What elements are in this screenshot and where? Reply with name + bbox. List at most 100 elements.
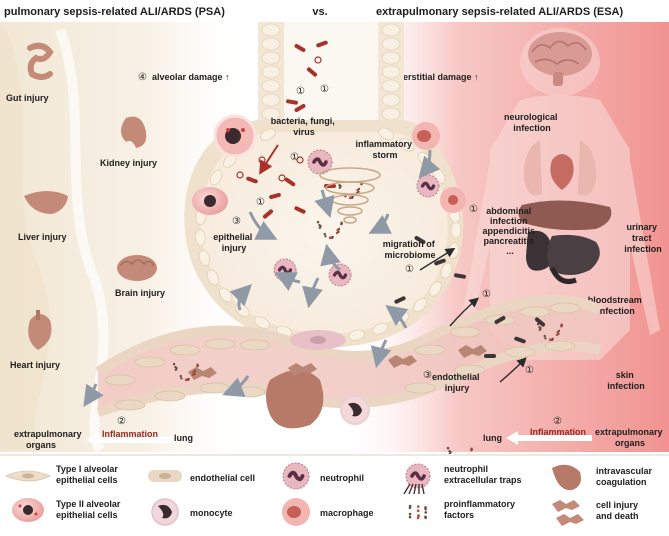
marker-three-epithelial: ③ — [232, 216, 241, 227]
cytokine-particle — [560, 324, 564, 327]
cytokine-particle — [179, 374, 182, 378]
cytokine-particle — [539, 326, 542, 330]
cytokine-particle — [470, 448, 474, 451]
injured-cell — [288, 363, 317, 376]
legend-neutrophil-icon — [282, 462, 310, 490]
type2-cell-right — [440, 187, 466, 213]
neutrophil-nucleus — [312, 157, 328, 167]
legend-proinflammatory-icon — [408, 504, 428, 520]
endothelial-cell — [549, 302, 581, 314]
alveolar-damage-label: alveolar damage ↑ — [152, 72, 230, 82]
right-inflammation-arrow-head — [506, 431, 518, 445]
abdominal-infection-label: abdominal infection appendicitis pancrea… — [482, 206, 537, 256]
virus — [278, 174, 286, 182]
endothelial-cell — [504, 346, 536, 358]
endothelial-cell — [519, 306, 551, 318]
airway-cell — [381, 79, 401, 93]
endothelial-cell — [114, 399, 146, 411]
bacterium — [306, 67, 318, 77]
gut-injury-label: Gut injury — [6, 93, 49, 103]
cytokine-particle — [349, 196, 352, 199]
endothelial-cell — [154, 390, 186, 402]
airway-cell — [381, 51, 401, 65]
cytokine-particle — [417, 505, 420, 508]
endothelial-cell — [104, 374, 136, 386]
airway-cell — [381, 93, 401, 107]
cytokine-particle — [416, 516, 420, 520]
brain-injury-label: Brain injury — [115, 288, 165, 298]
brain-icon — [528, 32, 592, 86]
endothelial-injury-label: endothelial injury — [432, 372, 482, 393]
virus — [236, 171, 244, 179]
kidney-icon — [121, 116, 147, 148]
legend-macrophage-label: macrophage — [320, 508, 374, 518]
left-inflammation-label: Inflammation — [102, 429, 158, 439]
storm-label: inflammatory storm — [355, 139, 414, 160]
kidney-injury-label: Kidney injury — [100, 158, 157, 168]
right-extrapulmonary-organs-label: extrapulmonary organs — [595, 427, 665, 448]
bacterium — [294, 206, 306, 214]
endothelial-cell — [454, 364, 486, 376]
endothelial-cell — [204, 338, 236, 350]
alveolar-wall-cell — [254, 316, 270, 329]
marker-two-right: ② — [553, 416, 562, 427]
bacterium — [294, 104, 306, 112]
endothelial-cell — [169, 344, 201, 356]
cytokine-particle — [357, 190, 360, 194]
cytokine-particle — [544, 337, 547, 340]
left-extrapulmonary-organs-label: extrapulmonary organs — [14, 429, 84, 450]
cytokine-particle — [408, 506, 412, 510]
psa-wave-highlight — [55, 28, 109, 453]
liver-icon — [24, 191, 68, 214]
liver-injury-label: Liver injury — [18, 232, 67, 242]
cytokine-particle — [172, 362, 176, 366]
legend-celldeath-icon — [552, 500, 584, 526]
legend-endothelial-icon — [148, 470, 182, 482]
cytokine-particle — [536, 322, 540, 326]
net-strand — [413, 483, 417, 495]
neutrophil-nucleus — [410, 471, 426, 481]
endothelial-cell — [404, 382, 436, 394]
net-strand — [408, 483, 414, 495]
alveolar-wall-cell — [260, 128, 276, 141]
marker-four-left: ④ — [138, 72, 147, 83]
bloodstream-infection-label: bloodstream infection — [588, 295, 645, 316]
legend-monocyte-icon — [151, 498, 179, 526]
airway-cell — [261, 23, 281, 37]
vs-label: vs. — [312, 6, 327, 18]
marker-two-left: ② — [117, 416, 126, 427]
bacterium — [316, 40, 328, 48]
macrophage-top — [213, 114, 257, 158]
alveolar-wall-cell — [428, 281, 442, 297]
left-lung-label: lung — [174, 433, 193, 443]
bacterium — [246, 176, 258, 184]
right-inflammation-label: Inflammation — [530, 427, 586, 437]
monocyte-vessel — [340, 395, 370, 425]
cytokine-particle — [316, 220, 320, 224]
alveolar-wall-cell — [194, 229, 206, 246]
endothelial-cell — [544, 340, 576, 352]
neutrophil-nucleus — [420, 181, 436, 191]
cytokine-particle — [408, 515, 412, 519]
cytokine-particle — [196, 364, 200, 367]
endothelial-cell — [449, 326, 481, 338]
cytokine-particle — [175, 366, 178, 370]
marker-three-endothelial: ③ — [423, 370, 432, 381]
cytokine-particle — [449, 450, 452, 454]
legend-intravascular-label: intravascular coagulation — [596, 466, 655, 487]
bacterium — [269, 192, 281, 200]
cytokine-particle — [193, 372, 196, 376]
bacteria-cluster — [236, 40, 546, 358]
bacterium — [494, 316, 506, 324]
endothelial-cell — [239, 339, 271, 351]
bacterium — [284, 177, 296, 187]
cytokine-particle — [337, 230, 340, 234]
bacterium — [262, 209, 274, 219]
alveolar-wall-cell — [209, 169, 223, 186]
airway-cell — [261, 79, 281, 93]
esa-title: extrapulmonary sepsis-related ALI/ARDS (… — [376, 6, 623, 18]
gut-icon — [27, 42, 54, 80]
flow-arrows — [83, 144, 527, 407]
inflammatory-storm-tornado — [319, 167, 381, 224]
